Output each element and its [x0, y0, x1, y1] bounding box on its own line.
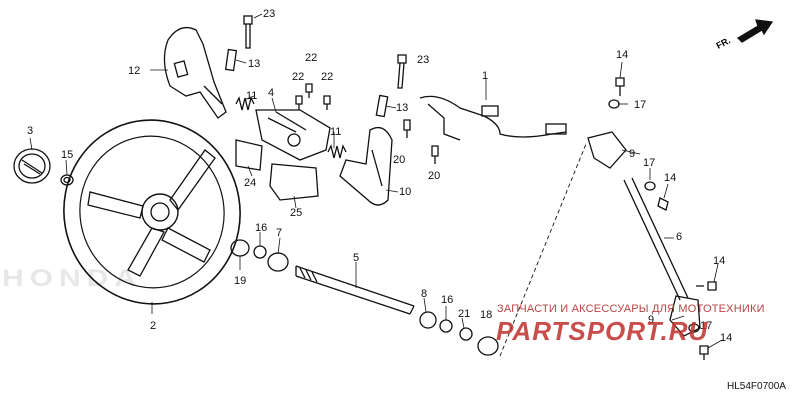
callout-1: 1 [482, 70, 489, 82]
steering-wheel [63, 119, 241, 305]
callout-21: 21 [458, 308, 471, 320]
bolt-23-right [397, 54, 407, 89]
callout-19: 19 [234, 275, 247, 287]
callout-23: 23 [417, 54, 430, 66]
callout-6: 6 [676, 231, 683, 243]
callout-25: 25 [290, 207, 303, 219]
callout-20: 20 [393, 154, 406, 166]
callout-14: 14 [616, 49, 629, 61]
emblem-cap [13, 148, 51, 184]
paddle-left [163, 26, 227, 119]
callout-24: 24 [244, 177, 257, 189]
callout-7: 7 [276, 227, 283, 239]
honda-background-mark: HONDA [2, 265, 142, 292]
callout-8: 8 [421, 288, 428, 300]
washer-17-c [688, 323, 700, 333]
watermark-text: ЗАПЧАСТИ И АКСЕССУАРЫ ДЛЯ МОТОТЕХНИКИ [497, 303, 765, 315]
bolt-14-d [699, 345, 709, 360]
pin-13-right [375, 94, 389, 118]
callout-9: 9 [629, 148, 636, 160]
callout-14: 14 [720, 332, 733, 344]
dashed-leader [499, 143, 587, 357]
clip-21 [459, 327, 473, 341]
lower-shaft-6 [587, 131, 701, 337]
callout-15: 15 [61, 149, 74, 161]
spring-11-a [235, 96, 255, 111]
callout-14: 14 [713, 255, 726, 267]
callout-10: 10 [399, 186, 412, 198]
callout-4: 4 [268, 87, 275, 99]
callout-17: 17 [643, 157, 656, 169]
diagram-code: HL54F0700A [727, 381, 786, 392]
callout-20: 20 [428, 170, 441, 182]
bearing-18 [477, 336, 499, 356]
bolt-22-a [295, 95, 303, 110]
callout-11: 11 [246, 90, 258, 102]
wire-harness-1 [419, 95, 567, 141]
clip-20-a [403, 119, 411, 138]
callout-11: 11 [330, 126, 342, 138]
switch-housing-4 [255, 109, 331, 161]
watermark-logo: PARTSPORT.RU [496, 316, 709, 346]
bolt-14-b [657, 197, 669, 211]
callout-16: 16 [255, 222, 268, 234]
bolt-14-a [615, 77, 625, 96]
callout-22: 22 [321, 71, 334, 83]
spring-11-b [327, 144, 347, 159]
callout-18: 18 [480, 309, 493, 321]
steering-shaft-5 [295, 265, 415, 315]
collar-8 [419, 311, 437, 329]
callout-22: 22 [305, 52, 318, 64]
bolt-22-b [323, 95, 331, 110]
bolt-23-left [243, 15, 253, 49]
bolt-22-c [305, 83, 313, 98]
callout-9: 9 [648, 314, 655, 326]
callout-13: 13 [248, 58, 261, 70]
callout-13: 13 [396, 102, 409, 114]
paddle-right [339, 126, 393, 206]
callout-3: 3 [27, 125, 34, 137]
callout-2: 2 [150, 320, 157, 332]
pin-13-left [224, 48, 238, 72]
washer-17-a [608, 99, 620, 109]
bearing-7 [267, 252, 289, 272]
callout-16: 16 [441, 294, 454, 306]
callout-14: 14 [664, 172, 677, 184]
bolt-14-c [696, 281, 717, 291]
ring-16-a [253, 245, 267, 259]
clip-20-b [431, 145, 439, 164]
cover-24 [235, 139, 263, 171]
callout-17: 17 [634, 99, 647, 111]
callout-5: 5 [353, 252, 360, 264]
ring-16-b [439, 319, 453, 333]
callout-22: 22 [292, 71, 305, 83]
callout-12: 12 [128, 65, 141, 77]
callout-23: 23 [263, 8, 276, 20]
direction-arrow [736, 19, 774, 43]
callout-17: 17 [700, 320, 713, 332]
cover-25 [269, 163, 319, 201]
washer-17-b [644, 181, 656, 191]
